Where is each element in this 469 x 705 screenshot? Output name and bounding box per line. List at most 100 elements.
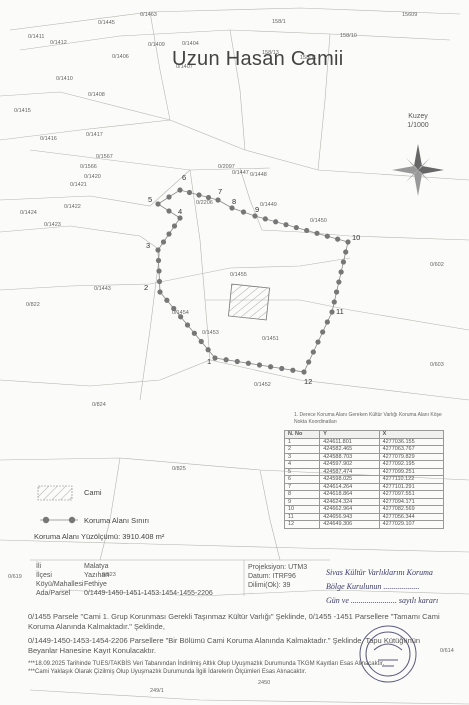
coordinate-cell: 424588.703	[319, 452, 380, 461]
note-3: ***18.09.2025 Tarihinde TUES/TAKBİS Veri…	[28, 661, 385, 667]
stamp-line-1: Sivas Kültür Varlıklarını Koruma	[326, 568, 433, 577]
parcel-label: 0/1443	[94, 286, 111, 292]
parcel-label: 0/1450	[310, 218, 327, 224]
boundary-dot	[160, 239, 167, 245]
legend-mosque-swatch	[37, 485, 73, 501]
boundary-dot	[324, 319, 330, 325]
boundary-dot	[293, 224, 299, 231]
mosque-building	[227, 283, 271, 321]
coordinate-cell: 424624.324	[319, 497, 380, 506]
boundary-point-label: 7	[218, 187, 222, 196]
boundary-dot	[178, 314, 184, 320]
boundary-dot	[304, 227, 310, 234]
coordinate-cell: 12	[283, 520, 321, 529]
boundary-dot	[245, 360, 251, 366]
boundary-dot	[215, 197, 221, 203]
boundary-dot	[186, 189, 193, 196]
parcel-label: 158/1	[272, 19, 286, 25]
boundary-dot	[290, 367, 296, 373]
parcel-label: 0/614	[440, 648, 454, 654]
boundary-point-label: 2	[144, 283, 148, 292]
area-label: Koruma Alanı Yüzölçümü:	[34, 532, 121, 541]
stamp-line-3: Gün ve ....................... sayılı ka…	[326, 596, 439, 605]
parcel-label: 0/1416	[40, 136, 57, 142]
boundary-dot	[306, 359, 312, 365]
datum-line: Datum: ITRF96	[248, 573, 296, 580]
boundary-dot	[331, 299, 337, 305]
parcel-label: 0/2206	[196, 200, 213, 206]
boundary-dot	[234, 358, 240, 365]
boundary-point-label: 3	[146, 241, 150, 250]
boundary-dot	[324, 233, 330, 239]
boundary-dot	[155, 201, 161, 207]
parcel-label: 0/1407	[176, 64, 193, 70]
boundary-dot	[320, 329, 326, 335]
parcel-label: 0/1463	[140, 12, 157, 18]
coordinate-cell: 9	[283, 497, 321, 506]
map-title: Uzun Hasan Camii	[172, 48, 344, 70]
parcel-label: 158/11	[300, 55, 316, 61]
parcel-label: 0/1412	[50, 40, 67, 46]
parcel-label: 15609	[402, 12, 417, 18]
coordinate-cell: 1	[283, 437, 321, 446]
coordinate-cell: 4277029.107	[378, 520, 445, 529]
stamp-line-2: Bölge Kurulunun ..................	[326, 582, 420, 591]
boundary-dot	[343, 249, 349, 255]
boundary-dot	[205, 194, 212, 201]
boundary-point-label: 8	[232, 197, 236, 206]
coordinate-cell: 10	[283, 505, 321, 514]
parcel-label: 0/1455	[230, 272, 247, 278]
legend-mosque-label: Cami	[84, 488, 102, 497]
parcel-label: 0/1422	[64, 204, 81, 210]
parcel-label: 0/2097	[218, 164, 235, 170]
parcel-label: 0/619	[8, 574, 22, 580]
boundary-dot	[340, 259, 347, 265]
projection-info: Projeksiyon: UTM3 Datum: ITRF96 Dilimi(O…	[248, 563, 307, 590]
parcel-label: 0/1420	[84, 174, 101, 180]
coordinate-cell: 6	[283, 475, 321, 484]
parcel-label: 0/1454	[172, 310, 189, 316]
boundary-dot	[155, 247, 161, 253]
parcel-label: 0/1566	[80, 164, 97, 170]
note-1: 0/1455 Parsele "Cami 1. Grup Korunması G…	[28, 612, 440, 631]
parcel-label: 0/1409	[148, 42, 165, 48]
boundary-point-label: 9	[255, 205, 259, 214]
coordinate-cell: 424649.306	[319, 520, 380, 529]
boundary-dot	[166, 231, 172, 237]
boundary-dot	[229, 205, 235, 211]
boundary-dot	[184, 322, 191, 328]
parcel-label: 0/1415	[14, 108, 31, 114]
boundary-point-label: 5	[148, 195, 152, 204]
boundary-point-label: 10	[352, 233, 360, 242]
boundary-dot	[196, 192, 202, 198]
council-stamp: Sivas Kültür Varlıklarını Koruma Bölge K…	[326, 566, 438, 608]
boundary-dot	[345, 239, 351, 245]
compass-rose-icon	[392, 144, 444, 196]
parcel-label: 0/1424	[20, 210, 37, 216]
boundary-dot	[333, 289, 340, 295]
coordinate-cell: 424597.902	[319, 460, 380, 469]
note-2: 0/1449-1450-1453-1454-2206 Parsellere "B…	[28, 636, 421, 655]
parcel-label: 0/1421	[70, 182, 87, 188]
boundary-dot	[156, 268, 162, 274]
boundary-dot	[310, 349, 316, 355]
parcel-label: 158/13	[262, 50, 279, 56]
boundary-dot	[198, 338, 204, 345]
legend-boundary-symbol	[40, 516, 78, 524]
coordinate-cell: 424662.964	[319, 505, 380, 514]
coordinate-cell: 4277099.251	[378, 467, 445, 476]
coordinate-cell: 4277092.195	[378, 460, 445, 469]
coordinate-cell: 4277094.171	[378, 497, 445, 506]
parcel-label: 0/1567	[96, 154, 113, 160]
boundary-dot	[223, 357, 229, 363]
parcel-label: 0/1453	[202, 330, 219, 336]
boundary-dot	[273, 219, 279, 225]
